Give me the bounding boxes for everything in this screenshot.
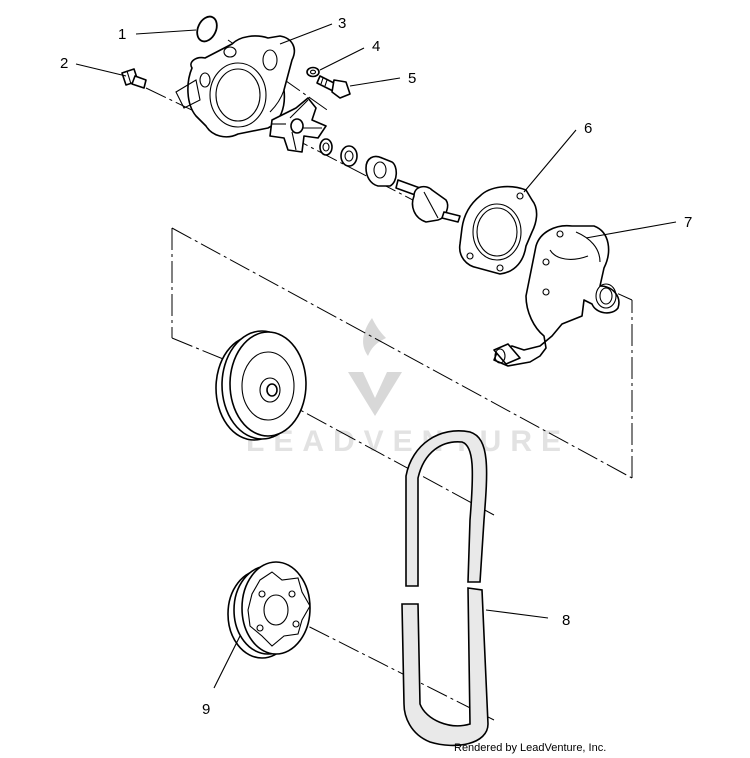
gasket <box>458 185 538 275</box>
drive-belt <box>401 430 489 747</box>
callout-5: 5 <box>408 70 416 87</box>
impeller <box>269 97 327 153</box>
callouts: 1 2 3 4 5 6 7 8 9 <box>60 15 692 718</box>
watermark: LEADVENTURE <box>246 318 570 458</box>
seal-small <box>319 138 333 156</box>
bearing <box>365 155 398 187</box>
o-ring <box>196 15 218 43</box>
callout-9: 9 <box>202 701 210 718</box>
callout-1: 1 <box>118 26 126 43</box>
seal-medium <box>340 145 358 167</box>
pump-cover <box>175 35 296 138</box>
drive-pulley <box>227 561 311 659</box>
callout-2: 2 <box>60 55 68 72</box>
hose-fitting <box>121 68 147 89</box>
washer <box>306 66 320 78</box>
assembly-lines <box>145 39 633 721</box>
callout-7: 7 <box>684 214 692 231</box>
pump-body <box>493 224 620 367</box>
callout-3: 3 <box>338 15 346 32</box>
watermark-text: LEADVENTURE <box>246 425 570 458</box>
water-pump-pulley <box>215 330 307 441</box>
credit-text: Rendered by LeadVenture, Inc. <box>454 742 606 754</box>
callout-8: 8 <box>562 612 570 629</box>
leader-lines <box>75 23 677 689</box>
pump-shaft <box>395 179 461 223</box>
bolt <box>316 75 351 99</box>
callout-4: 4 <box>372 38 380 55</box>
callout-6: 6 <box>584 120 592 137</box>
